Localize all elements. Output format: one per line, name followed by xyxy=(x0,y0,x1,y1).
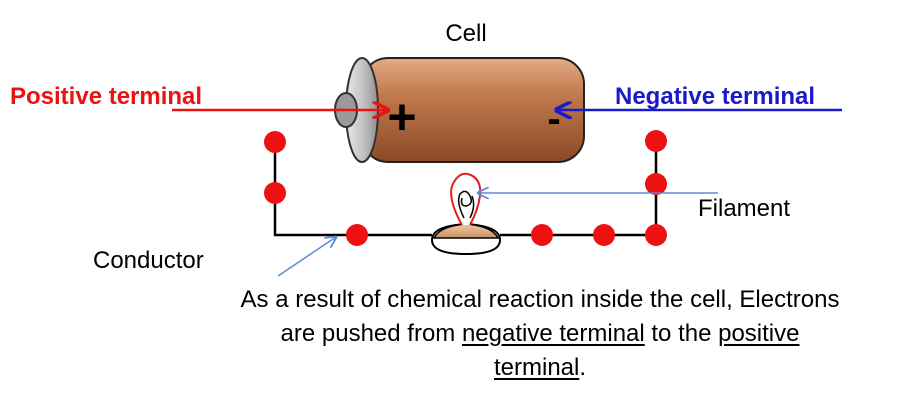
positive-terminal-label: Positive terminal xyxy=(10,83,202,110)
conductor-label: Conductor xyxy=(93,247,204,274)
electron-dot xyxy=(593,224,615,246)
electron-dots xyxy=(264,130,667,246)
filament-label: Filament xyxy=(698,195,790,222)
bulb-glass xyxy=(450,172,482,226)
negative-terminal-label: Negative terminal xyxy=(615,83,815,110)
electron-dot xyxy=(264,182,286,204)
caption-text-2: to the xyxy=(644,320,719,347)
light-bulb xyxy=(430,172,502,256)
cell-label: Cell xyxy=(445,20,486,47)
bulb-base-top xyxy=(432,223,500,239)
caption-text-1: As a result of chemical reaction inside … xyxy=(240,286,840,347)
electron-dot xyxy=(645,130,667,152)
caption-text-3: . xyxy=(579,354,587,381)
caption-underline-negative: negative terminal xyxy=(461,320,645,347)
electron-dot xyxy=(264,131,286,153)
minus-sign: - xyxy=(547,97,560,141)
plus-sign: + xyxy=(387,89,416,145)
filament-coil xyxy=(457,190,475,219)
conductor-pointer-arrow xyxy=(277,237,336,277)
electron-dot xyxy=(645,173,667,195)
electron-dot xyxy=(346,224,368,246)
caption-underline-positive: positive terminal xyxy=(493,320,800,381)
explanation-caption: As a result of chemical reaction inside … xyxy=(240,283,840,385)
electron-dot xyxy=(645,224,667,246)
electron-dot xyxy=(531,224,553,246)
